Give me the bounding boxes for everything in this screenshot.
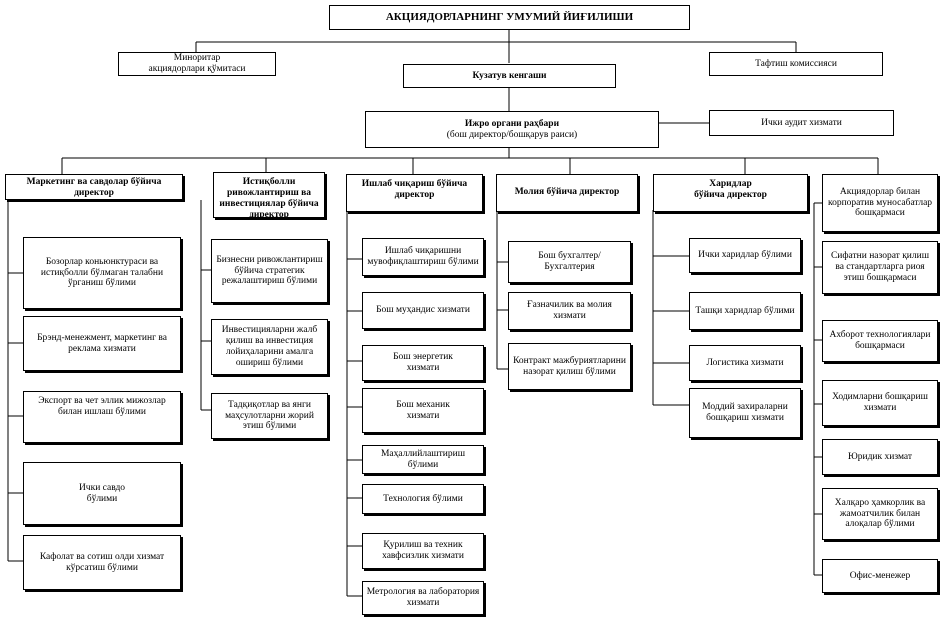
- general-meeting-box: АКЦИЯДОРЛАРНИНГ УМУМИЙ ЙИҒИЛИШИ: [329, 5, 690, 30]
- marketing-unit-3: Экспорт ва чет эллик мижозлар билан ишла…: [23, 391, 181, 443]
- procurement-unit-3-label: Логистика хизмати: [706, 357, 784, 368]
- director-development: Истиқболли ривожлантириш ва инвестицияла…: [213, 172, 325, 220]
- minority-committee-line1: Миноритар: [173, 53, 221, 64]
- executive-head-box: Ижро органи раҳбари (бош директор/бошқар…: [365, 111, 659, 148]
- minority-committee-line2: акциядорлари қўмитаси: [148, 64, 246, 74]
- development-unit-1-label: Бизнесни ривожлантириш бўйича стратегик …: [216, 254, 323, 287]
- procurement-unit-2: Ташқи харидлар бўлими: [689, 292, 801, 330]
- audit-commission-label: Тафтиш комиссияси: [755, 58, 837, 69]
- marketing-unit-1-label: Бозорлар коньюнктураси ва истиқболли бўл…: [40, 256, 164, 289]
- production-unit-8-label: Метрология ва лаборатория хизмати: [366, 587, 480, 608]
- production-unit-7-label: Қурилиш ва техник хавфсизлик хизмати: [382, 540, 464, 561]
- production-unit-2-label: Бош муҳандис хизмати: [376, 305, 470, 316]
- production-unit-8: Метрология ва лаборатория хизмати: [362, 581, 484, 615]
- production-unit-6-label: Технология бўлими: [383, 493, 463, 504]
- marketing-unit-4-label: Ички савдо бўлими: [78, 482, 126, 504]
- finance-unit-1: Бош бухгалтер/ Бухгалтерия: [508, 241, 631, 283]
- director-procurement: Харидлар бўйича директор: [653, 174, 808, 212]
- marketing-unit-3-label: Экспорт ва чет эллик мижозлар билан ишла…: [38, 396, 166, 417]
- production-unit-5: Маҳаллийлаштириш бўлими: [362, 445, 484, 474]
- production-unit-3-label: Бош энергетик хизмати: [393, 352, 453, 373]
- development-unit-3: Тадқиқотлар ва янги маҳсулотларни жорий …: [211, 393, 328, 439]
- general-meeting-label: АКЦИЯДОРЛАРНИНГ УМУМИЙ ЙИҒИЛИШИ: [385, 11, 634, 24]
- marketing-unit-2: Брэнд-менежмент, маркетинг ва реклама хи…: [23, 316, 181, 371]
- procurement-unit-3: Логистика хизмати: [689, 345, 801, 381]
- development-unit-1: Бизнесни ривожлантириш бўйича стратегик …: [211, 239, 328, 303]
- executive-head-title: Ижро органи раҳбари: [464, 118, 560, 129]
- production-unit-3: Бош энергетик хизмати: [362, 345, 484, 381]
- standalone-unit-2: Сифатни назорат қилиш ва стандартларга р…: [822, 241, 938, 294]
- procurement-unit-1: Ички харидлар бўлими: [689, 238, 801, 273]
- production-unit-6: Технология бўлими: [362, 484, 484, 514]
- standalone-unit-7: Офис-менежер: [822, 559, 938, 593]
- director-procurement-label: Харидлар бўйича директор: [694, 179, 767, 200]
- marketing-unit-2-label: Брэнд-менежмент, маркетинг ва реклама хи…: [37, 332, 167, 354]
- director-finance-label: Молия бўйича директор: [514, 187, 620, 197]
- development-unit-2-label: Инвестицияларни жалб қилиш ва инвестиция…: [221, 325, 318, 368]
- director-production: Ишлаб чиқариш бўйича директор: [346, 174, 483, 212]
- standalone-unit-4-label: Ходимларни бошқариш хизмати: [832, 392, 928, 413]
- development-unit-2: Инвестицияларни жалб қилиш ва инвестиция…: [211, 319, 328, 375]
- standalone-unit-3-label: Ахборот технологиялари бошқармаси: [829, 330, 931, 351]
- director-production-label: Ишлаб чиқариш бўйича директор: [361, 179, 468, 200]
- production-unit-2: Бош муҳандис хизмати: [362, 292, 484, 329]
- internal-audit-label: Ички аудит хизмати: [761, 117, 842, 128]
- production-unit-4: Бош механик хизмати: [362, 388, 484, 433]
- marketing-unit-4: Ички савдо бўлими: [23, 462, 181, 525]
- director-finance: Молия бўйича директор: [496, 174, 638, 212]
- finance-unit-1-label: Бош бухгалтер/ Бухгалтерия: [538, 251, 601, 272]
- standalone-unit-4: Ходимларни бошқариш хизмати: [822, 380, 938, 426]
- executive-head-subtitle: (бош директор/бошқарув раиси): [446, 129, 578, 140]
- supervisory-board-box: Кузатув кенгаши: [403, 64, 616, 88]
- standalone-unit-6: Халқаро ҳамкорлик ва жамоатчилик билан а…: [822, 488, 938, 540]
- procurement-unit-4-label: Моддий захираларни бошқариш хизмати: [702, 402, 788, 423]
- finance-unit-3: Контракт мажбуриятларини назорат қилиш б…: [508, 343, 631, 390]
- director-development-label: Истиқболли ривожлантириш ва инвестицияла…: [219, 177, 319, 220]
- standalone-unit-1: Акциядорлар билан корпоратив муносабатла…: [822, 174, 938, 232]
- procurement-unit-1-label: Ички харидлар бўлими: [698, 250, 792, 261]
- development-unit-3-label: Тадқиқотлар ва янги маҳсулотларни жорий …: [225, 399, 314, 432]
- standalone-unit-7-label: Офис-менежер: [849, 570, 911, 581]
- production-unit-1: Ишлаб чиқаришни мувофиқлаштириш бўлими: [362, 238, 484, 276]
- procurement-unit-2-label: Ташқи харидлар бўлими: [695, 305, 795, 316]
- standalone-unit-1-label: Акциядорлар билан корпоратив муносабатла…: [827, 186, 933, 219]
- standalone-unit-6-label: Халқаро ҳамкорлик ва жамоатчилик билан а…: [834, 497, 926, 530]
- standalone-unit-2-label: Сифатни назорат қилиш ва стандартларга р…: [830, 251, 930, 283]
- director-marketing-label: Маркетинг ва савдолар бўйича директор: [26, 177, 162, 198]
- audit-commission-box: Тафтиш комиссияси: [709, 52, 883, 76]
- supervisory-board-label: Кузатув кенгаши: [472, 70, 547, 81]
- marketing-unit-1: Бозорлар коньюнктураси ва истиқболли бўл…: [23, 237, 181, 309]
- standalone-unit-5: Юридик хизмат: [822, 439, 938, 475]
- marketing-unit-5: Кафолат ва сотиш олди хизмат кўрсатиш бў…: [23, 535, 181, 590]
- finance-unit-3-label: Контракт мажбуриятларини назорат қилиш б…: [513, 355, 626, 377]
- production-unit-4-label: Бош механик хизмати: [396, 399, 450, 421]
- minority-committee-box: Миноритар акциядорлари қўмитаси: [118, 52, 276, 76]
- finance-unit-2: Ғазначилик ва молия хизмати: [508, 292, 631, 330]
- production-unit-1-label: Ишлаб чиқаришни мувофиқлаштириш бўлими: [367, 246, 479, 267]
- standalone-unit-5-label: Юридик хизмат: [847, 451, 913, 462]
- marketing-unit-5-label: Кафолат ва сотиш олди хизмат кўрсатиш бў…: [39, 551, 165, 573]
- internal-audit-box: Ички аудит хизмати: [709, 110, 894, 136]
- standalone-unit-3: Ахборот технологиялари бошқармаси: [822, 320, 938, 362]
- production-unit-5-label: Маҳаллийлаштириш бўлими: [380, 448, 466, 470]
- procurement-unit-4: Моддий захираларни бошқариш хизмати: [689, 388, 801, 438]
- finance-unit-2-label: Ғазначилик ва молия хизмати: [527, 300, 612, 321]
- director-marketing: Маркетинг ва савдолар бўйича директор: [5, 174, 183, 200]
- production-unit-7: Қурилиш ва техник хавфсизлик хизмати: [362, 533, 484, 569]
